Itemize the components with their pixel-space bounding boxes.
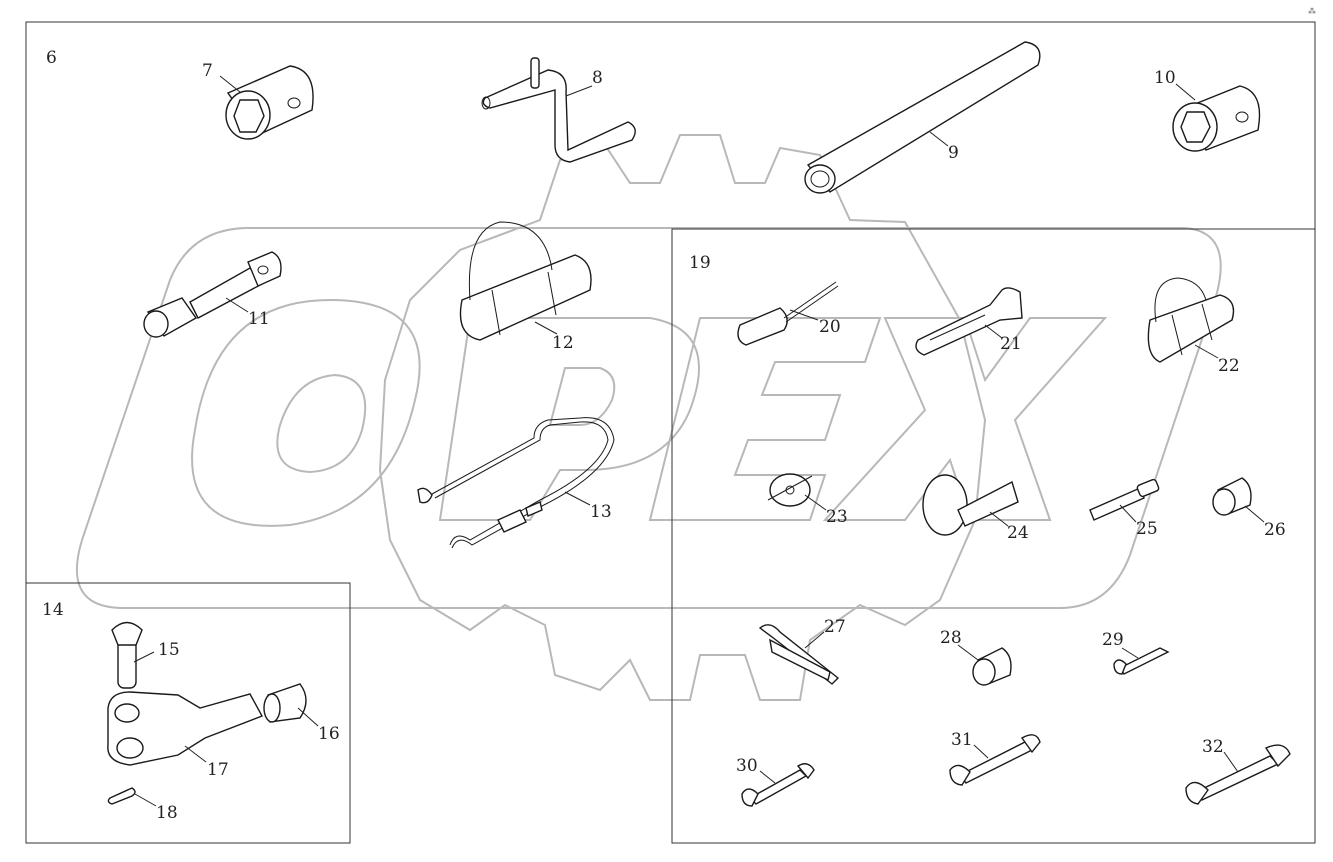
part-29-open-end-wrench[interactable]: [1113, 647, 1170, 675]
part-28-socket[interactable]: [972, 647, 1012, 686]
part-21-adjustable-wrench[interactable]: [915, 287, 1023, 356]
frame-group-19: [671, 228, 1316, 844]
callout-20: 20: [819, 317, 841, 337]
callout-19: 19: [689, 253, 711, 273]
callout-22: 22: [1218, 356, 1240, 376]
part-25-extension-bar[interactable]: [1089, 478, 1160, 521]
part-17-clevis[interactable]: [107, 691, 263, 766]
watermark-letter-x: [822, 317, 1108, 521]
part-16-bushing[interactable]: [263, 683, 307, 723]
callout-24: 24: [1007, 523, 1029, 543]
callout-23: 23: [826, 507, 848, 527]
callout-14: 14: [42, 600, 64, 620]
callout-6: 6: [46, 48, 57, 68]
callout-28: 28: [940, 628, 962, 648]
callout-numbers: 6 7 8 9 10 11 12 13 14 15 16 17 18 19 20…: [42, 48, 1286, 823]
callout-25: 25: [1136, 519, 1158, 539]
part-20-screwdriver[interactable]: [737, 281, 839, 346]
callout-30: 30: [736, 756, 758, 776]
part-15-clevis-pin[interactable]: [111, 621, 143, 689]
part-9-extension-pipe[interactable]: [804, 41, 1041, 194]
callout-26: 26: [1264, 520, 1286, 540]
watermark-gear: [378, 134, 987, 701]
part-8-crank-handle[interactable]: [481, 57, 636, 163]
callout-18: 18: [156, 803, 178, 823]
part-18-cotter-pin[interactable]: [107, 787, 136, 805]
watermark-letter-o: [191, 298, 421, 527]
part-10-socket-wrench[interactable]: [1172, 85, 1261, 152]
part-13-inflation-hose[interactable]: [417, 417, 615, 549]
part-11-socket-extension[interactable]: [143, 251, 282, 338]
leader-lines: [133, 75, 1265, 807]
callout-16: 16: [318, 724, 340, 744]
watermark-letter-e: [648, 317, 882, 521]
callout-17: 17: [207, 760, 229, 780]
callout-8: 8: [592, 68, 603, 88]
callout-12: 12: [552, 333, 574, 353]
callout-13: 13: [590, 502, 612, 522]
watermark-logo: [75, 134, 1222, 701]
callout-31: 31: [951, 730, 973, 750]
part-22-tool-bag[interactable]: [1147, 277, 1235, 363]
part-32-open-end-wrench[interactable]: [1185, 744, 1291, 805]
part-30-open-end-wrench[interactable]: [741, 763, 815, 807]
corner-mark: ⁂: [1308, 6, 1316, 16]
frame-group-14: [25, 582, 351, 844]
watermark-badge: [75, 227, 1222, 609]
frames: [25, 21, 1316, 844]
part-27-pliers[interactable]: [758, 624, 840, 685]
frame-group-6: [25, 21, 1316, 583]
callout-10: 10: [1154, 68, 1176, 88]
callout-27: 27: [824, 617, 846, 637]
watermark-letter-p: [438, 317, 700, 521]
callout-32: 32: [1202, 737, 1224, 757]
callout-7: 7: [202, 61, 213, 81]
part-31-open-end-wrench[interactable]: [949, 734, 1041, 786]
part-24-filter-wrench[interactable]: [922, 474, 1019, 536]
callout-11: 11: [248, 309, 270, 329]
callout-29: 29: [1102, 630, 1124, 650]
callout-15: 15: [158, 640, 180, 660]
part-12-tool-bag[interactable]: [459, 221, 592, 341]
part-26-socket[interactable]: [1212, 477, 1252, 516]
callout-9: 9: [948, 143, 959, 163]
callout-21: 21: [1000, 334, 1022, 354]
part-7-socket-wrench[interactable]: [225, 65, 314, 140]
part-23-pressure-gauge[interactable]: [767, 473, 813, 507]
